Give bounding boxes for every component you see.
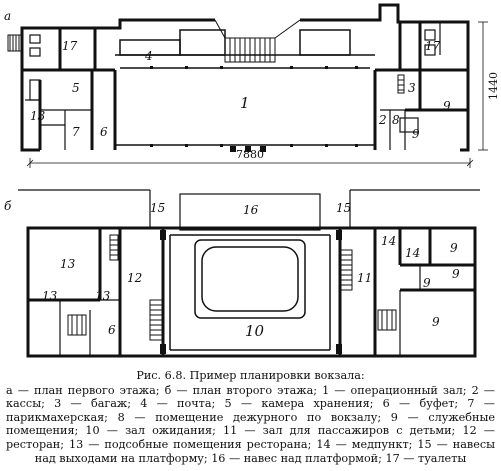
stairs-b-right — [339, 249, 397, 331]
interior-a — [25, 22, 441, 150]
plan-a-room-1: 1 — [240, 94, 250, 112]
plan-a-letter: а — [4, 9, 11, 23]
columns-a — [150, 66, 358, 147]
hall-b-void — [169, 234, 331, 351]
plan-b-room-6: 6 — [108, 323, 116, 337]
entrances-a — [230, 146, 266, 152]
plan-a-room-5: 5 — [72, 81, 80, 95]
plan-a-room-9-upper: 9 — [443, 99, 451, 113]
dimension-width — [26, 158, 474, 168]
dimension-height-label: 1440 — [487, 72, 500, 100]
plan-second-floor — [18, 189, 480, 358]
plan-a-room-17-right: 17 — [425, 39, 441, 53]
plan-a-room-2: 2 — [378, 113, 387, 127]
plan-b-room-10: 10 — [245, 322, 265, 340]
plan-a-room-7: 7 — [72, 125, 80, 139]
plan-a-room-4: 4 — [144, 49, 153, 63]
caption-title: Рис. 6.8. Пример планировки вокзала: — [136, 369, 365, 382]
plan-a-room-17-left: 17 — [62, 39, 78, 53]
figure-caption: Рис. 6.8. Пример планировки вокзала: а —… — [6, 369, 495, 465]
plan-b-room-11: 11 — [357, 271, 372, 285]
plan-a-room-13: 13 — [30, 109, 46, 123]
doors-b — [160, 230, 342, 354]
stairs-b-left — [67, 234, 163, 341]
plan-b-room-12: 12 — [127, 271, 142, 285]
plan-b-room-13-a: 13 — [60, 257, 76, 271]
plan-b-room-9-a: 9 — [450, 241, 458, 255]
plan-first-floor — [7, 3, 488, 168]
plan-b-room-9-c: 9 — [423, 276, 431, 290]
plan-a-room-6: 6 — [100, 125, 108, 139]
interior-b — [59, 265, 421, 356]
plan-b-letter: б — [4, 199, 12, 213]
plan-b-room-14-b: 14 — [405, 246, 420, 260]
plan-b-room-14-a: 14 — [381, 234, 396, 248]
walls-b — [26, 226, 477, 358]
station-plans: а 17 4 1 17 5 3 13 7 6 9 2 8 9 7880 1440 — [4, 3, 500, 358]
caption-legend: а — план первого этажа; б — план второго… — [6, 383, 495, 465]
plan-b-room-16: 16 — [243, 203, 259, 217]
canopies-b — [18, 189, 480, 231]
plan-b-room-13-c: 13 — [95, 289, 111, 303]
dimension-height — [478, 21, 488, 151]
plan-b-room-15-right: 15 — [336, 201, 351, 215]
plan-a-room-8: 8 — [392, 113, 400, 127]
stairs-a-center — [214, 19, 301, 63]
plan-b-room-9-d: 9 — [432, 315, 440, 329]
dimension-width-label: 7880 — [236, 148, 264, 161]
plan-a-room-9-lower: 9 — [412, 127, 420, 141]
plan-b-room-13-b: 13 — [42, 289, 58, 303]
stairs-a-left — [7, 34, 23, 52]
plan-b-room-15-left: 15 — [150, 201, 165, 215]
baggage-rack — [397, 74, 405, 94]
plan-b-room-9-b: 9 — [452, 267, 460, 281]
walls-a — [20, 3, 470, 152]
plan-a-room-3: 3 — [408, 81, 416, 95]
